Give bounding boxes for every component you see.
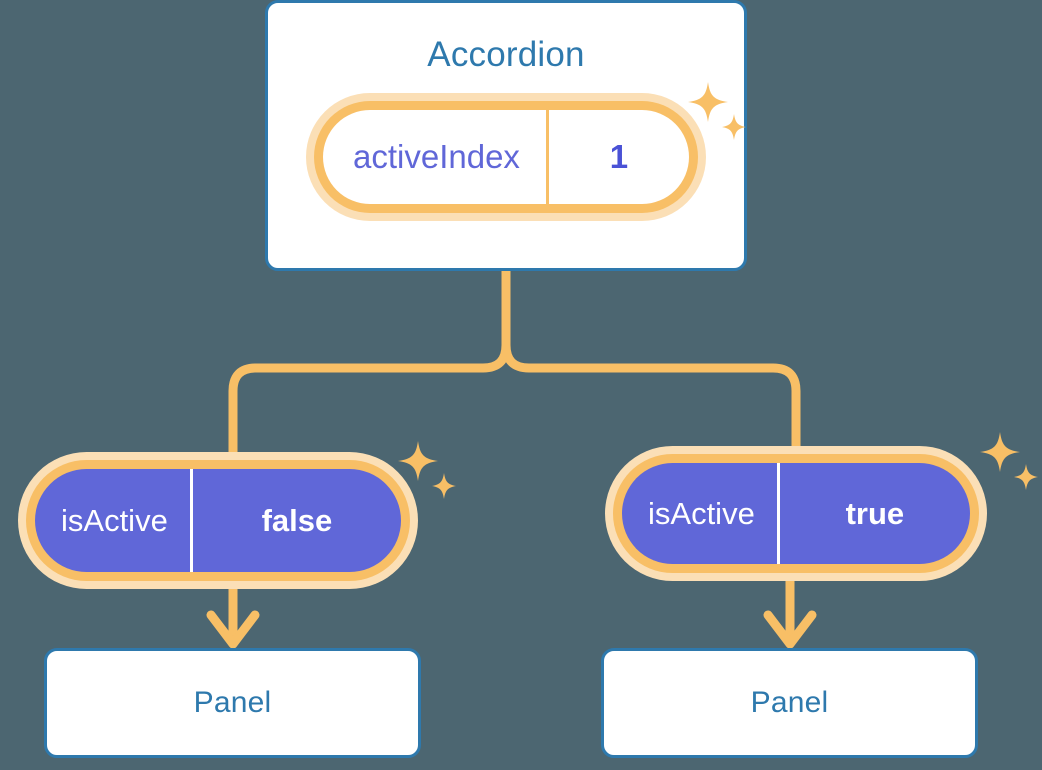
- connector-right-branch: [501, 266, 801, 451]
- pill-body: isActive false: [35, 469, 401, 572]
- arrow-down-icon-right: [763, 610, 817, 649]
- panel-title: Panel: [193, 686, 272, 719]
- prop-value-label: false: [189, 469, 401, 572]
- pill-body: isActive true: [622, 463, 970, 564]
- pill-body: activeIndex 1: [323, 110, 689, 204]
- panel-title: Panel: [750, 686, 829, 719]
- accordion-title: Accordion: [427, 35, 585, 74]
- prop-key-label: activeIndex: [353, 138, 520, 175]
- prop-value-label: 1: [545, 110, 689, 204]
- panel-card-left[interactable]: Panel: [44, 648, 421, 758]
- arrow-down-icon-left: [206, 610, 260, 649]
- panel-card-right[interactable]: Panel: [601, 648, 978, 758]
- prop-key-label: isActive: [61, 502, 168, 538]
- prop-pill-active-index[interactable]: activeIndex 1: [306, 93, 706, 221]
- prop-key-label: isActive: [648, 495, 755, 531]
- prop-value-label: true: [776, 463, 970, 564]
- prop-pill-is-active-true[interactable]: isActive true: [605, 446, 987, 581]
- connector-left-branch: [228, 266, 511, 457]
- prop-pill-is-active-false[interactable]: isActive false: [18, 452, 418, 589]
